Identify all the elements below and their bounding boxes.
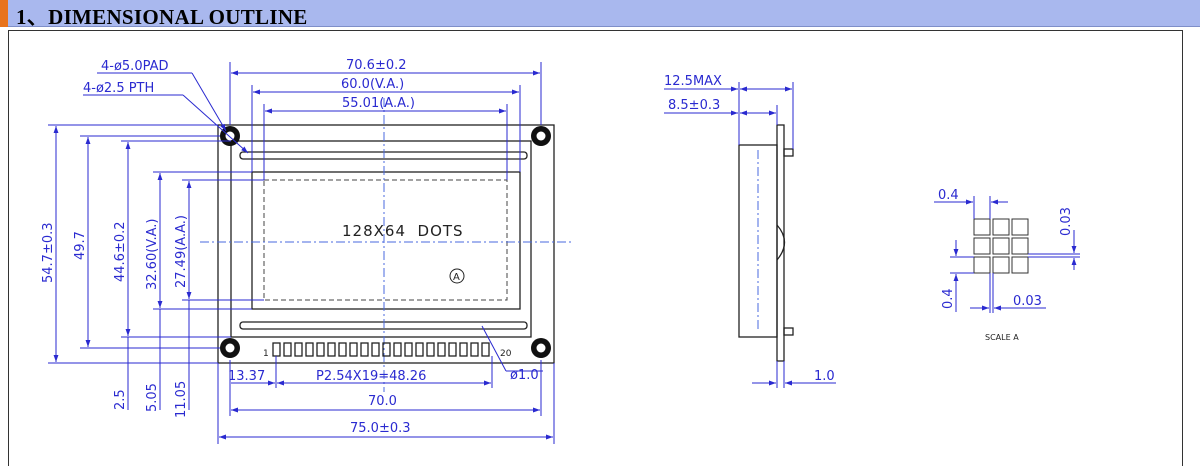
pcb-outline — [217, 124, 555, 364]
bezel-outline — [230, 140, 532, 338]
dim-thickness: 8.5±0.3 — [668, 98, 720, 113]
view-marker-label: A — [453, 272, 460, 283]
dim-max-thickness: 12.5MAX — [664, 74, 722, 89]
side-view: 12.5MAX 8.5±0.3 1.0 — [664, 74, 836, 388]
scale-label: SCALE A — [985, 333, 1019, 342]
section-title: 1、DIMENSIONAL OUTLINE — [16, 5, 308, 29]
dim-dot-size-v: 0.4 — [941, 288, 956, 309]
dim-va-width: 60.0(V.A.) — [341, 77, 404, 92]
viewing-area — [251, 171, 521, 310]
dim-aa-width: 55.01(A.A.) — [342, 96, 415, 111]
dim-aa-height: 27.49(A.A.) — [174, 215, 189, 288]
pin-1-label: 1 — [263, 349, 269, 359]
dim-bottom-offset-2: 5.05 — [145, 383, 160, 412]
side-pcb — [776, 124, 785, 362]
dim-gap-v: 0.03 — [1059, 207, 1074, 236]
dim-pin-pitch: P2.54X19=48.26 — [316, 369, 426, 384]
active-area — [263, 179, 508, 301]
pin-20-label: 20 — [500, 349, 512, 359]
pth-callout: 4-ø2.5 PTH — [83, 81, 154, 96]
front-view: 1 20 128X64 DOTS A 4-ø5.0PAD 4-ø2.5 PTH … — [41, 58, 572, 444]
side-pin-top — [783, 148, 794, 157]
dim-pcb-width: 75.0±0.3 — [350, 421, 411, 436]
side-led-bump — [776, 224, 786, 261]
dim-pcb-thickness: 1.0 — [814, 369, 835, 384]
mount-hole-bottom-left — [220, 338, 240, 358]
dim-bottom-offset-1: 2.5 — [113, 389, 128, 410]
dim-overall-width: 70.6±0.2 — [346, 58, 407, 73]
drawing-frame — [8, 30, 1183, 466]
mount-hole-top-right — [531, 126, 551, 146]
header-accent-bar — [0, 0, 8, 27]
pad-callout: 4-ø5.0PAD — [101, 59, 169, 74]
pin-header-row — [272, 342, 490, 357]
dot-grid — [973, 218, 1029, 274]
side-pin-bottom — [783, 327, 794, 336]
dim-va-height: 32.60(V.A.) — [145, 218, 160, 290]
display-label: 128X64 DOTS — [342, 222, 464, 240]
mount-hole-bottom-right — [531, 338, 551, 358]
dim-pin-offset: 13.37 — [228, 369, 265, 384]
view-marker-circle — [449, 268, 465, 284]
section-header: 1、DIMENSIONAL OUTLINE — [0, 0, 1200, 29]
dim-hole-pitch-h: 70.0 — [368, 394, 397, 409]
dim-overall-height: 54.7±0.3 — [41, 222, 56, 283]
dim-bezel-height: 44.6±0.2 — [113, 221, 128, 282]
dim-bottom-offset-3: 11.05 — [174, 381, 189, 418]
dim-hole-pitch-v: 49.7 — [73, 231, 88, 260]
detail-view: 0.4 0.03 0.4 0.03 SCALE A — [934, 188, 1080, 342]
dim-pin-hole: ø1.0 — [510, 368, 539, 383]
dim-gap-h: 0.03 — [1013, 294, 1042, 309]
dim-dot-size-h: 0.4 — [938, 188, 959, 203]
